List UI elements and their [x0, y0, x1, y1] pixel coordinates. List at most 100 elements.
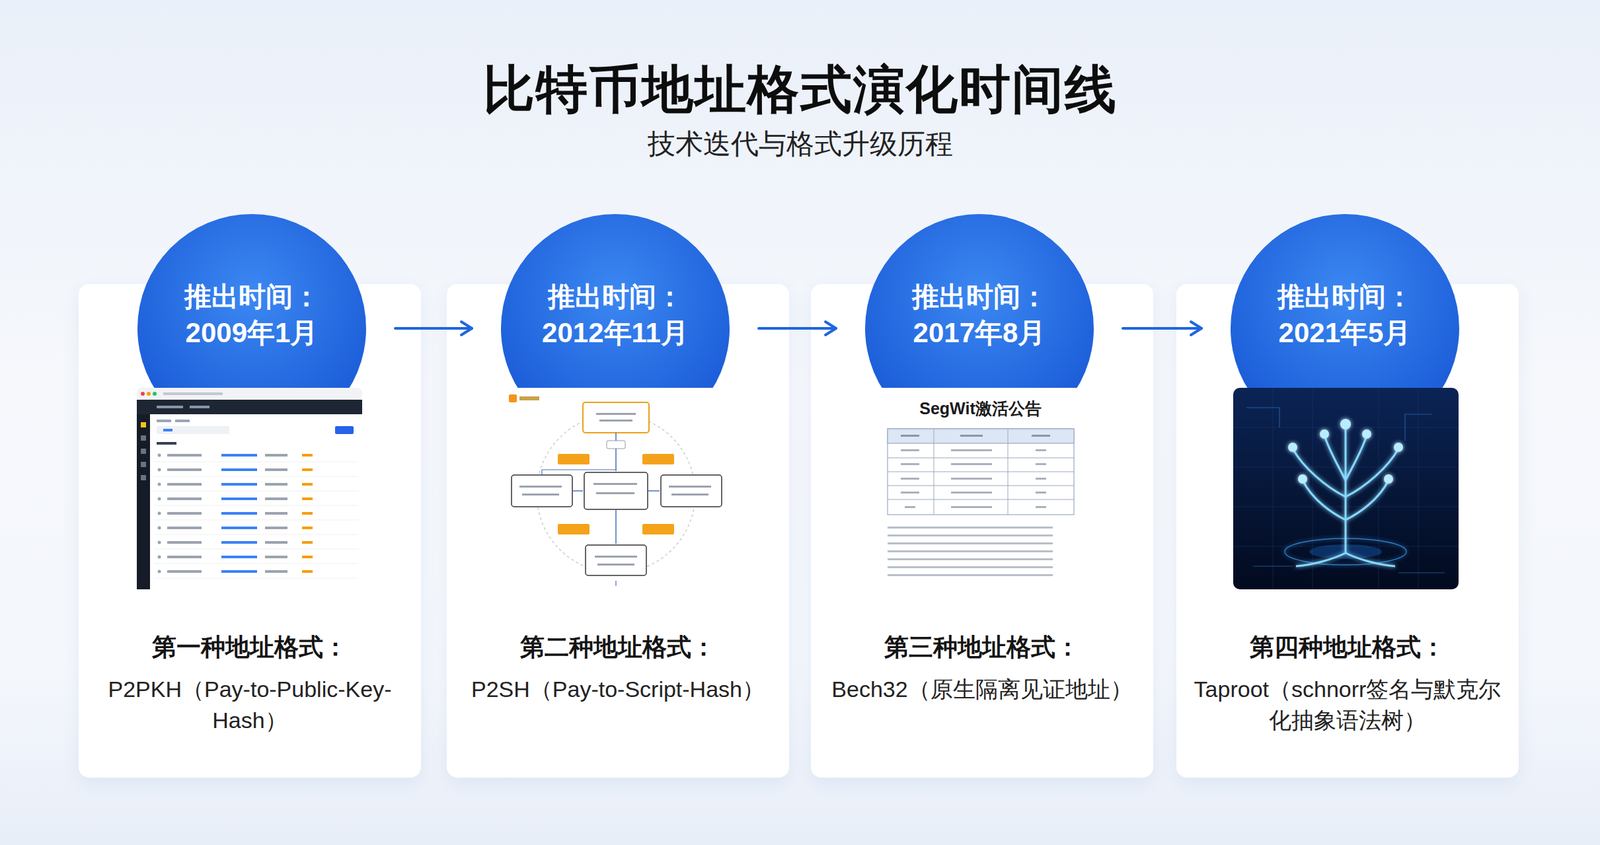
orange-tag: [557, 454, 590, 465]
orange-tag: [642, 524, 675, 535]
script-flowchart: [503, 387, 729, 590]
dashed-ring: [536, 414, 696, 573]
table-row: [153, 555, 359, 565]
flow-line: [615, 580, 616, 587]
tree-platform: [1284, 538, 1407, 566]
circuit-lines: [1246, 407, 1445, 573]
date-text: 2009年1月: [185, 314, 319, 351]
box-text-bar: [671, 493, 709, 496]
table-header: [156, 442, 177, 445]
document-heading: SegWit激活公告: [867, 397, 1094, 420]
paragraph-line: [887, 550, 1053, 553]
cell-bar: [1031, 434, 1051, 437]
logo-word: [519, 396, 540, 401]
cell-bar: [900, 477, 920, 480]
cell-bar: [1035, 449, 1047, 452]
announcement-document: [867, 387, 1094, 590]
sidebar-icon: [140, 435, 147, 441]
timeline-arrow: [1122, 327, 1202, 330]
card-heading: 第三种地址格式：: [884, 631, 1080, 664]
circle-heading: 推出时间：: [1277, 278, 1413, 315]
date-circle: 推出时间：2012年11月: [500, 214, 730, 443]
logo-mark: [508, 394, 517, 403]
date-circle: 推出时间：2009年1月: [137, 214, 367, 443]
flow-box: [582, 402, 649, 433]
table-header-row: [887, 428, 1074, 444]
circle-heading: 推出时间：: [912, 278, 1048, 315]
circle-fill: [500, 214, 730, 443]
format-name: Taproot（schnorr签名与默克尔化抽象语法树）: [1193, 674, 1502, 737]
paragraph-line: [887, 534, 1053, 537]
flow-line: [572, 490, 583, 492]
date-text: 2021年5月: [1278, 314, 1412, 351]
window-dot: [140, 391, 145, 396]
flow-box: [511, 475, 573, 507]
document-table: [887, 428, 1074, 515]
window-dot: [146, 391, 151, 396]
box-text-bar: [522, 493, 560, 496]
table-row: [153, 541, 359, 550]
timeline-arrow: [758, 327, 837, 330]
orange-tag: [557, 524, 590, 535]
sidebar-icon: [140, 422, 147, 428]
tree-backdrop: [1233, 387, 1459, 590]
card-heading: 第一种地址格式：: [152, 631, 348, 664]
flow-line: [615, 432, 617, 472]
cell-bar: [951, 506, 992, 509]
tree-branches: [1292, 427, 1399, 567]
box-text-bar: [593, 483, 638, 486]
cell-bar: [1035, 477, 1047, 480]
cell-bar: [951, 463, 992, 466]
cell-bar: [900, 491, 920, 494]
merkle-tree-art: [1233, 387, 1459, 590]
box-text-bar: [519, 485, 562, 488]
table-row: [153, 570, 359, 579]
box-text-bar: [597, 563, 635, 566]
tree-platform-core: [1309, 544, 1382, 560]
circle-fill: [865, 214, 1094, 443]
window-dot: [152, 391, 157, 396]
circle-heading: 推出时间：: [184, 278, 320, 315]
cell-bar: [951, 491, 992, 494]
explorer-screenshot: [136, 387, 363, 590]
flow-line: [615, 509, 617, 544]
table-row: [153, 497, 359, 507]
tree-nodes: [1288, 419, 1404, 484]
paragraph-line: [887, 526, 1053, 529]
table-row: [153, 468, 359, 478]
flow-line: [647, 490, 660, 492]
app-header: [136, 399, 363, 415]
table-row: [153, 512, 359, 521]
search-tag: [163, 428, 173, 432]
flow-line: [541, 469, 616, 476]
cell-bar: [1035, 506, 1047, 509]
table-row: [153, 483, 359, 492]
paragraph-line: [887, 566, 1053, 569]
flow-box: [584, 472, 648, 510]
table-row: [153, 526, 359, 536]
format-name: P2PKH（Pay-to-Public-Key-Hash）: [95, 674, 404, 737]
cell-bar: [900, 463, 920, 466]
subtitle: 技术迭代与格式升级历程: [0, 125, 1600, 163]
sidebar-icon: [140, 448, 147, 455]
paragraph-line: [887, 542, 1053, 545]
circle-fill: [1230, 214, 1460, 443]
browser-bar: [136, 387, 363, 400]
cell-bar: [900, 434, 920, 437]
cell-bar: [904, 506, 916, 509]
flowchart-frame: [503, 387, 729, 590]
header-item: [156, 405, 184, 409]
format-name: Bech32（原生隔离见证地址）: [831, 674, 1133, 706]
box-text-bar: [596, 413, 636, 416]
document-frame: [867, 387, 1094, 590]
paragraph-line: [887, 574, 1053, 577]
box-text-bar: [668, 485, 712, 488]
cell-bar: [1035, 491, 1047, 494]
url-bar: [163, 392, 223, 396]
box-text-bar: [596, 492, 635, 495]
header-item: [189, 405, 210, 409]
nav-item: [156, 419, 172, 423]
search-box: [156, 426, 230, 435]
search-button: [335, 426, 354, 435]
diagram-title: 比特币地址格式演化时间线: [0, 55, 1600, 125]
